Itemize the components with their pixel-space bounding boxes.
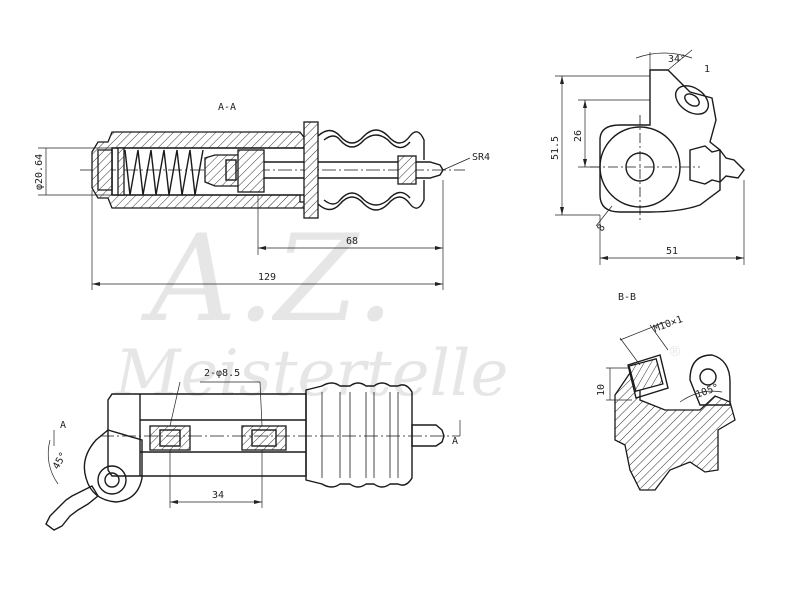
dim-hole-spacing: 34 <box>212 490 224 501</box>
watermark-registered: ® <box>668 344 682 360</box>
dim-port-angle-side: 34° <box>668 54 686 65</box>
section-aa-title: A-A <box>218 102 236 113</box>
aa-boot-retainer <box>397 155 417 185</box>
side-port <box>674 85 710 115</box>
side-bleeder <box>689 145 745 185</box>
aa-boot-flange <box>303 121 319 219</box>
top-view: A A 45° 2-φ8.5 34 <box>45 368 461 531</box>
bb-thread-section <box>628 358 664 392</box>
aa-piston-head <box>225 159 237 181</box>
top-port-circle <box>97 465 127 495</box>
bb-body <box>614 368 736 491</box>
bb-mount-hole <box>699 368 717 386</box>
top-bleeder-nipple <box>45 485 99 531</box>
aa-boot-bottom-inner <box>323 191 411 206</box>
top-pushrod <box>411 424 445 447</box>
marker-section-a-left: A <box>60 420 66 431</box>
side-view: 34° 1 51.5 26 8 51 <box>550 49 745 265</box>
aa-piston-seal <box>237 149 265 193</box>
section-bb-title: B-B <box>618 292 636 303</box>
dim-thread-depth: 10 <box>596 384 607 396</box>
marker-small-1: 1 <box>704 64 710 75</box>
dim-height-total: 51.5 <box>550 136 561 160</box>
section-bb-view: B-B M10×1 10 105° <box>596 292 736 491</box>
bb-mount-eye <box>689 354 731 406</box>
aa-boot-top-inner <box>323 134 411 149</box>
aa-housing-end-cap <box>97 149 113 191</box>
aa-boot-top <box>317 129 425 160</box>
side-body <box>599 69 721 213</box>
dim-height-port: 26 <box>573 130 584 142</box>
marker-small-8: 8 <box>595 222 607 233</box>
watermark-brand: Meistertelle <box>114 337 508 411</box>
dim-thread: M10×1 <box>652 314 684 335</box>
aa-spring <box>117 147 204 196</box>
watermark-initials: A.Z. <box>140 210 394 349</box>
dim-bore-diameter: φ20.64 <box>34 154 45 190</box>
aa-boot-bottom <box>317 180 425 211</box>
dim-spherical-radius: SR4 <box>472 152 490 163</box>
dim-overall-length: 129 <box>258 272 276 283</box>
dim-mount-holes: 2-φ8.5 <box>204 368 240 379</box>
dim-port-angle-bottom: 45° <box>51 450 70 471</box>
watermark: A.Z. Meistertelle ® <box>114 210 682 411</box>
section-aa-view: A-A φ20.64 SR4 <box>34 102 490 290</box>
bb-thread-insert <box>627 354 669 399</box>
dim-width-side: 51 <box>666 246 678 257</box>
top-boot <box>305 382 413 488</box>
marker-section-a-right: A <box>452 436 458 447</box>
dim-stroke-length: 68 <box>346 236 358 247</box>
